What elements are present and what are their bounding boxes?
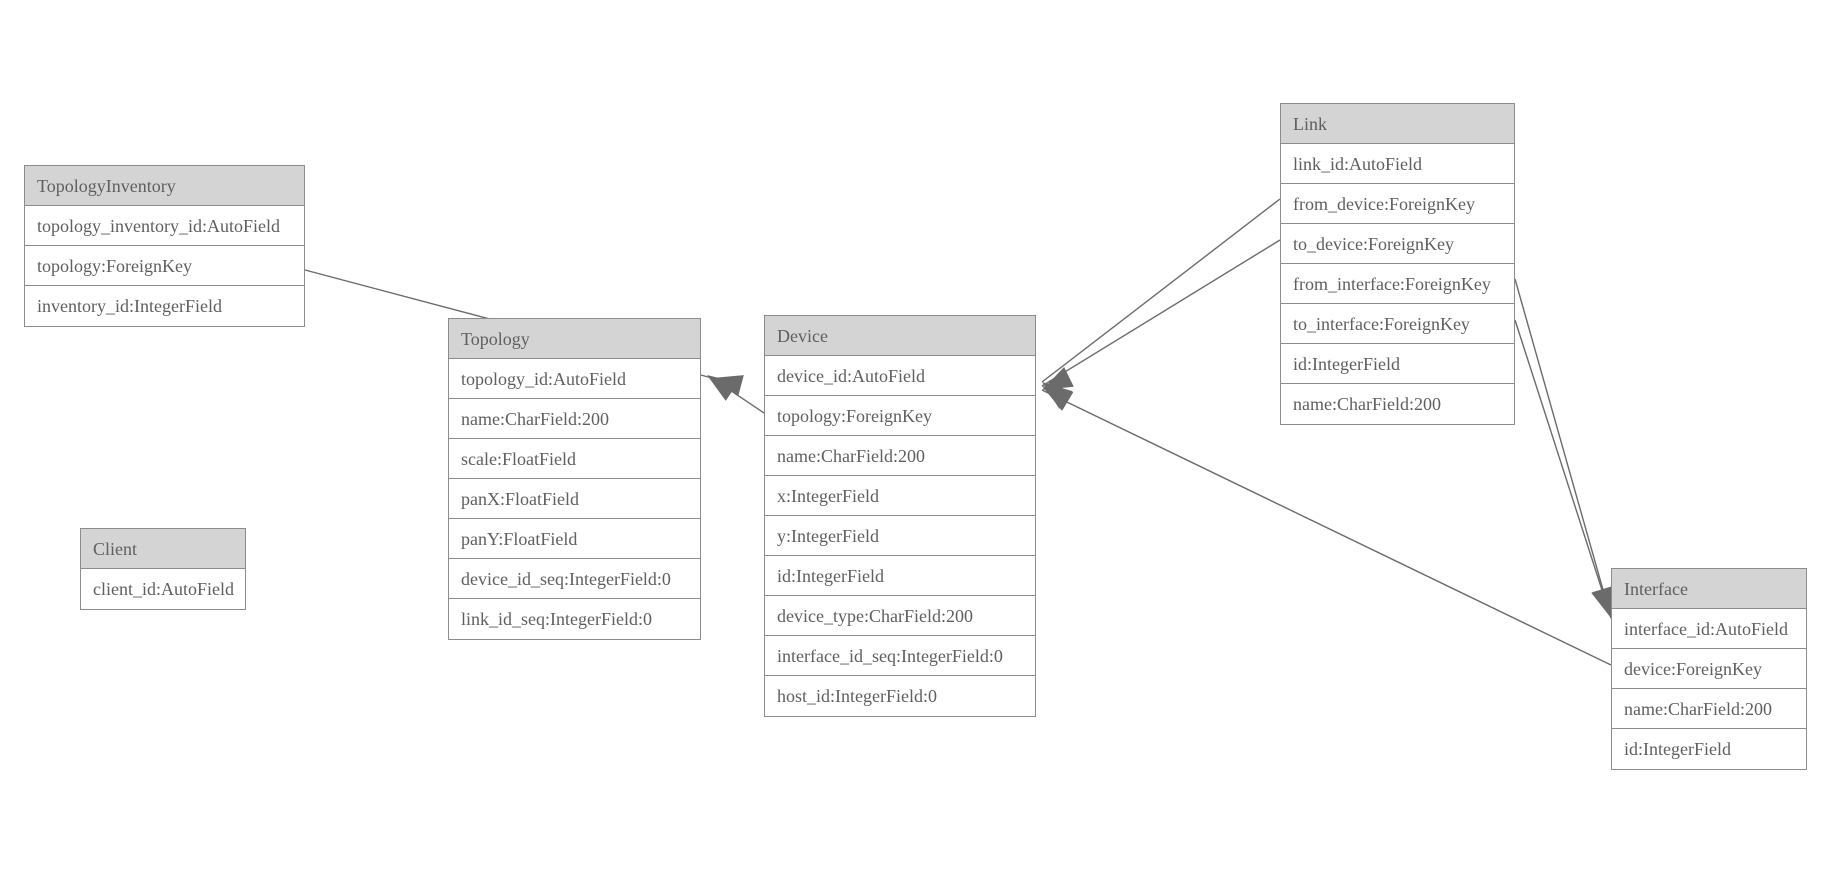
relationship-rel-device-topology bbox=[707, 375, 765, 414]
entity-field-row[interactable]: interface_id_seq:IntegerField:0 bbox=[765, 636, 1035, 676]
entity-field-row[interactable]: name:CharField:200 bbox=[1612, 689, 1806, 729]
relationship-line bbox=[1514, 278, 1612, 619]
entity-field-row[interactable]: inventory_id:IntegerField bbox=[25, 286, 304, 326]
entity-field-row[interactable]: id:IntegerField bbox=[765, 556, 1035, 596]
entity-field-row[interactable]: topology_inventory_id:AutoField bbox=[25, 206, 304, 246]
entity-title-client: Client bbox=[81, 529, 245, 569]
relationship-rel-link-tointerface-interface bbox=[1514, 319, 1613, 619]
entity-field-row[interactable]: device:ForeignKey bbox=[1612, 649, 1806, 689]
entity-field-row[interactable]: y:IntegerField bbox=[765, 516, 1035, 556]
entity-field-row[interactable]: link_id_seq:IntegerField:0 bbox=[449, 599, 700, 639]
entity-title-topology: Topology bbox=[449, 319, 700, 359]
entity-field-row[interactable]: from_device:ForeignKey bbox=[1281, 184, 1514, 224]
entity-field-row[interactable]: device_id:AutoField bbox=[765, 356, 1035, 396]
entity-field-row[interactable]: id:IntegerField bbox=[1612, 729, 1806, 769]
entity-field-row[interactable]: client_id:AutoField bbox=[81, 569, 245, 609]
relationship-rel-link-todevice-device bbox=[1041, 239, 1281, 411]
entity-title-topology_inventory: TopologyInventory bbox=[25, 166, 304, 206]
entity-field-row[interactable]: name:CharField:200 bbox=[1281, 384, 1514, 424]
entity-field-row[interactable]: topology_id:AutoField bbox=[449, 359, 700, 399]
relationship-line bbox=[1041, 389, 1612, 666]
relationship-rel-link-frominterface-interface bbox=[1514, 278, 1614, 619]
entity-field-row[interactable]: name:CharField:200 bbox=[449, 399, 700, 439]
entity-title-interface: Interface bbox=[1612, 569, 1806, 609]
entity-field-row[interactable]: to_interface:ForeignKey bbox=[1281, 304, 1514, 344]
relationship-line bbox=[1514, 319, 1612, 619]
relationship-line bbox=[1041, 198, 1281, 383]
entity-field-row[interactable]: panY:FloatField bbox=[449, 519, 700, 559]
relationship-arrowhead-icon bbox=[707, 375, 739, 401]
entity-field-row[interactable]: device_type:CharField:200 bbox=[765, 596, 1035, 636]
entity-field-row[interactable]: interface_id:AutoField bbox=[1612, 609, 1806, 649]
entity-field-row[interactable]: scale:FloatField bbox=[449, 439, 700, 479]
entity-field-row[interactable]: device_id_seq:IntegerField:0 bbox=[449, 559, 700, 599]
entity-field-row[interactable]: host_id:IntegerField:0 bbox=[765, 676, 1035, 716]
relationship-arrowhead-icon bbox=[1042, 366, 1074, 390]
entity-title-link: Link bbox=[1281, 104, 1514, 144]
entity-field-row[interactable]: name:CharField:200 bbox=[765, 436, 1035, 476]
relationship-line bbox=[711, 377, 765, 414]
relationship-arrowhead-icon bbox=[712, 375, 744, 397]
entity-field-row[interactable]: panX:FloatField bbox=[449, 479, 700, 519]
relationship-arrowhead-icon bbox=[1042, 386, 1074, 411]
entity-field-row[interactable]: link_id:AutoField bbox=[1281, 144, 1514, 184]
entity-field-row[interactable]: topology:ForeignKey bbox=[765, 396, 1035, 436]
entity-field-row[interactable]: topology:ForeignKey bbox=[25, 246, 304, 286]
entity-field-row[interactable]: from_interface:ForeignKey bbox=[1281, 264, 1514, 304]
entity-title-device: Device bbox=[765, 316, 1035, 356]
relationship-line bbox=[1041, 239, 1281, 387]
entity-field-row[interactable]: x:IntegerField bbox=[765, 476, 1035, 516]
relationship-arrowhead-icon bbox=[1042, 382, 1073, 409]
relationship-rel-link-fromdevice-device bbox=[1041, 198, 1281, 409]
entity-field-row[interactable]: to_device:ForeignKey bbox=[1281, 224, 1514, 264]
entity-field-row[interactable]: id:IntegerField bbox=[1281, 344, 1514, 384]
